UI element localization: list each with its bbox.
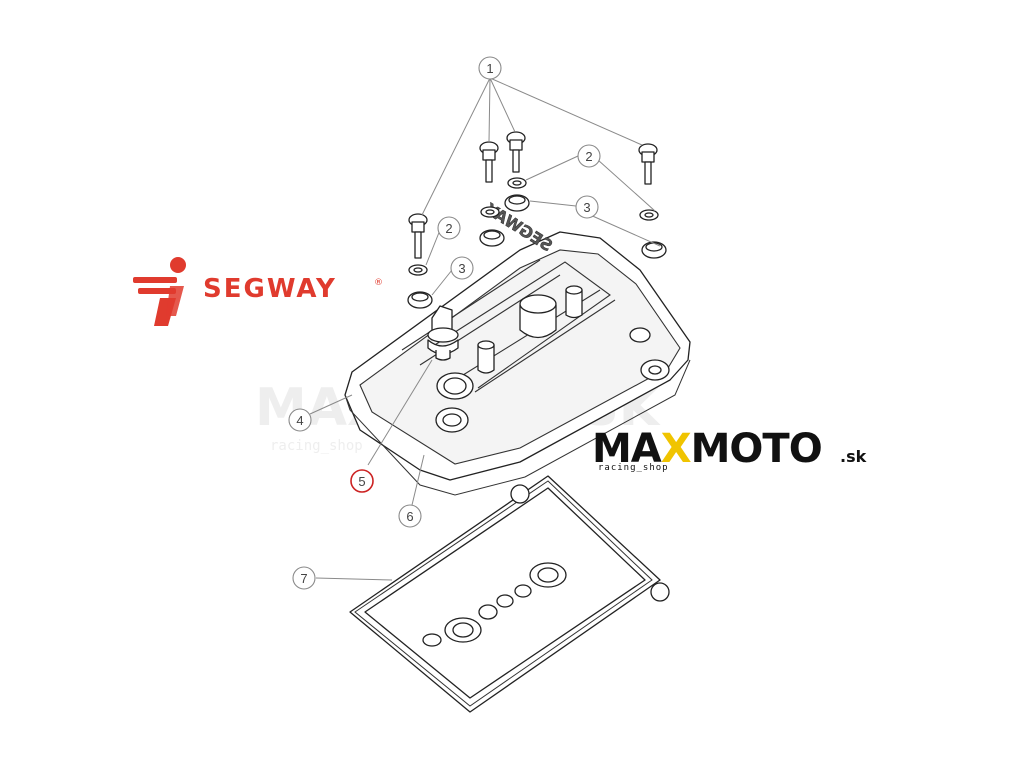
watermark-tagline: racing_shop (270, 438, 363, 454)
svg-text:3: 3 (458, 261, 465, 276)
svg-text:2: 2 (445, 221, 452, 236)
callout-2-upper: 2 (577, 144, 601, 168)
callout-4: 4 (288, 408, 312, 432)
valve-cover-gasket (349, 475, 670, 713)
svg-text:1: 1 (486, 61, 493, 76)
gasket-spark-plug-rings (422, 562, 567, 647)
segway-registered-mark: ® (374, 278, 383, 288)
callout-3-lower: 3 (450, 256, 474, 280)
svg-text:2: 2 (585, 149, 592, 164)
callout-1: 1 (478, 56, 502, 80)
callout-6: 6 (398, 504, 422, 528)
segway-logo-mark (133, 257, 186, 326)
svg-text:7: 7 (300, 571, 307, 586)
washers-group (408, 177, 659, 276)
bolt-1 (408, 213, 428, 259)
maxmoto-logo-max: MA (592, 426, 662, 472)
bolts-group (408, 131, 658, 259)
svg-text:6: 6 (406, 509, 413, 524)
callout-2-lower: 2 (437, 216, 461, 240)
svg-text:MAXMOTO: MAXMOTO (592, 426, 822, 472)
segway-logo-text: SEGWAY (203, 274, 337, 304)
bolt-3 (506, 131, 526, 173)
maxmoto-logo-moto: MOTO (691, 426, 822, 472)
oil-filler-cap (427, 305, 459, 361)
bolt-2 (479, 141, 499, 183)
svg-text:5: 5 (358, 474, 365, 489)
maxmoto-logo: MAXMOTO .sk racing_shop (592, 426, 867, 473)
maxmoto-logo-x: X (661, 426, 692, 472)
callout-5-highlighted: 5 (350, 469, 374, 493)
svg-text:3: 3 (583, 200, 590, 215)
callout-7: 7 (292, 566, 316, 590)
maxmoto-logo-suffix: .sk (840, 447, 867, 466)
segway-logo: SEGWAY ® (133, 257, 383, 326)
bolt-4 (638, 143, 658, 185)
callout-3-upper: 3 (575, 195, 599, 219)
svg-text:4: 4 (296, 413, 303, 428)
leader-lines (309, 77, 661, 581)
maxmoto-logo-tagline: racing_shop (598, 463, 669, 473)
